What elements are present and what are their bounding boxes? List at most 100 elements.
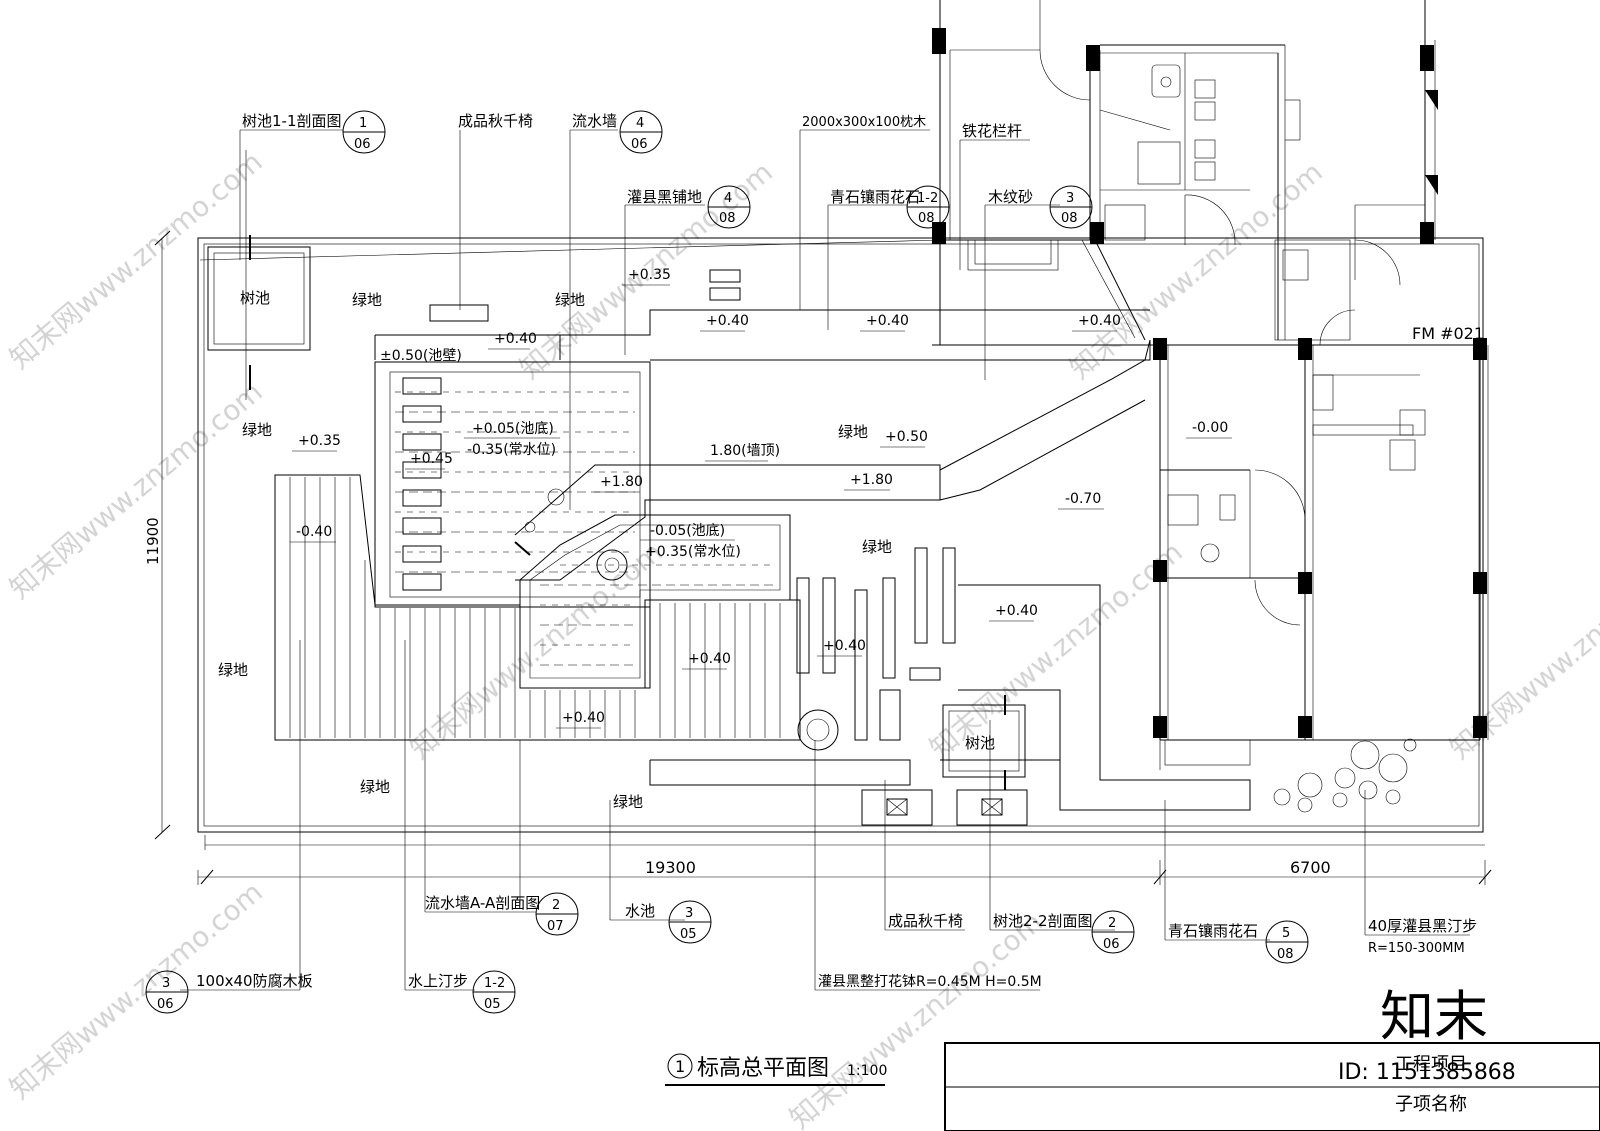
building-tower: [1354, 0, 1438, 286]
callout-label: R=150-300MM: [1368, 941, 1465, 956]
callout-num: 4: [636, 116, 644, 131]
stepping-stone: [402, 489, 442, 507]
callout-label: 40厚灌县黑汀步: [1368, 917, 1477, 935]
leader-lines: [239, 109, 1171, 510]
callout-label: 水上汀步: [408, 972, 468, 990]
callout-label: 流水墙: [572, 112, 617, 130]
watermark-text: 知末网www.znzmo.com: [1443, 535, 1600, 765]
watermark-brand: 知末: [1380, 985, 1488, 1048]
watermark-text: 知末网www.znzmo.com: [783, 905, 1048, 1131]
elevation-mark: +0.50: [885, 429, 928, 445]
pool-lower: [519, 514, 791, 689]
elevation-mark: -0.05(池底): [650, 523, 725, 539]
watermark-id: ID: 1151385868: [1338, 1060, 1516, 1085]
callout-label: 流水墙A-A剖面图: [425, 894, 540, 912]
callout-sheet: 08: [918, 211, 935, 226]
callout-num: 3: [162, 976, 170, 991]
dimensions: 11900 19300 6700: [144, 230, 1492, 885]
elevation-mark: +0.40: [688, 651, 731, 667]
elevation-mark: -0.00: [1192, 420, 1228, 436]
elevation-mark: +0.45: [410, 451, 453, 467]
watermark-text: 知末网www.znzmo.com: [923, 535, 1188, 765]
callout-sheet: 06: [354, 137, 371, 152]
elevation-mark: +0.05(池底): [472, 421, 554, 437]
tree-pit-label: 树池: [240, 289, 270, 307]
leader-lines-bottom: [180, 640, 1470, 991]
title-block: 工程项目 子项名称: [944, 1042, 1600, 1131]
tree-pit-1: [207, 150, 311, 400]
stepping-stone: [402, 573, 442, 591]
callout-num: 1: [359, 116, 367, 131]
callout-label: 青石镶雨花石: [1168, 922, 1258, 940]
callout-sheet: 08: [719, 211, 736, 226]
tree-pit-2: [942, 695, 1026, 790]
callout-label: 成品秋千椅: [888, 912, 963, 930]
dim-vertical: 11900: [144, 517, 162, 565]
stepping-stone: [402, 545, 442, 563]
callout-sheet: 05: [484, 997, 501, 1012]
green-label: 绿地: [555, 291, 585, 309]
drain-boxes: [861, 789, 1028, 826]
callout-num: 1-2: [917, 191, 938, 206]
callout-num: 5: [1282, 926, 1290, 941]
title-block-project: 工程项目: [1395, 1054, 1467, 1075]
callout-label: 铁花栏杆: [962, 122, 1022, 140]
diagonal-path: [939, 239, 1151, 501]
callout-label: 灌县黑整打花钵R=0.45M H=0.5M: [818, 973, 1042, 990]
pool-upper: [374, 361, 651, 608]
columns: [932, 28, 1487, 738]
elevation-mark: +0.40: [706, 313, 749, 329]
flower-pot-inner: [806, 718, 830, 742]
green-label: 绿地: [360, 778, 390, 796]
water-wall: [514, 464, 941, 581]
callout-num: 1-2: [484, 976, 505, 991]
elevation-mark: 1.80(墙顶): [710, 443, 780, 459]
building-main: [932, 239, 1489, 770]
title-text: 标高总平面图: [697, 1056, 829, 1081]
callout-label: 2000x300x100枕木: [802, 115, 926, 130]
elevation-mark: -0.70: [1065, 491, 1101, 507]
callout-num: 3: [1066, 191, 1074, 206]
block: [709, 269, 741, 283]
callout-label: 水池: [625, 902, 655, 920]
callout-sheet: 06: [1103, 937, 1120, 952]
green-label: 绿地: [862, 538, 892, 556]
callout-num: 3: [685, 906, 693, 921]
callout-label: 灌县黑铺地: [627, 188, 702, 206]
elevation-mark: +0.40: [823, 638, 866, 654]
watermark-text: 知末网www.znzmo.com: [1063, 155, 1328, 385]
elevation-mark: +1.80: [600, 474, 643, 490]
elevation-mark: +0.40: [562, 710, 605, 726]
callout-num: 4: [724, 191, 732, 206]
watermark-text: 知末网www.znzmo.com: [3, 375, 268, 605]
green-label: 绿地: [613, 793, 643, 811]
door-tag: FM #021: [1412, 324, 1484, 343]
callout-num: 2: [1108, 916, 1116, 931]
title-index: 1: [675, 1057, 685, 1076]
callout-label: 成品秋千椅: [458, 112, 533, 130]
callout-sheet: 07: [547, 919, 564, 934]
site-boundary: [197, 237, 1485, 850]
stone-path: [649, 584, 1251, 811]
elevation-mark: ±0.50(池壁): [380, 348, 462, 364]
dim-width-right: 6700: [1290, 858, 1331, 877]
elevation-mark: +0.35: [628, 267, 671, 283]
callout-num: 2: [552, 898, 560, 913]
elevation-mark: +0.35(常水位): [645, 544, 741, 560]
sleepers: [796, 547, 956, 741]
elevation-mark: -0.40: [296, 524, 332, 540]
stepping-stones-round: [1273, 738, 1417, 813]
stepping-stone: [402, 517, 442, 535]
callout-label: 树池1-1剖面图: [242, 112, 342, 130]
green-label: 绿地: [242, 421, 272, 439]
elevation-mark: -0.35(常水位): [467, 442, 556, 458]
drawing-title: 1 标高总平面图 1:100: [665, 1053, 887, 1086]
elevation-mark: +0.40: [866, 313, 909, 329]
elevation-mark: +1.80: [850, 472, 893, 488]
elevation-mark: +0.35: [298, 433, 341, 449]
flower-pot: [797, 709, 839, 751]
stepping-stone: [402, 377, 442, 395]
callout-label: 木纹砂: [988, 188, 1033, 206]
callout-label: 青石镶雨花石: [830, 188, 920, 206]
